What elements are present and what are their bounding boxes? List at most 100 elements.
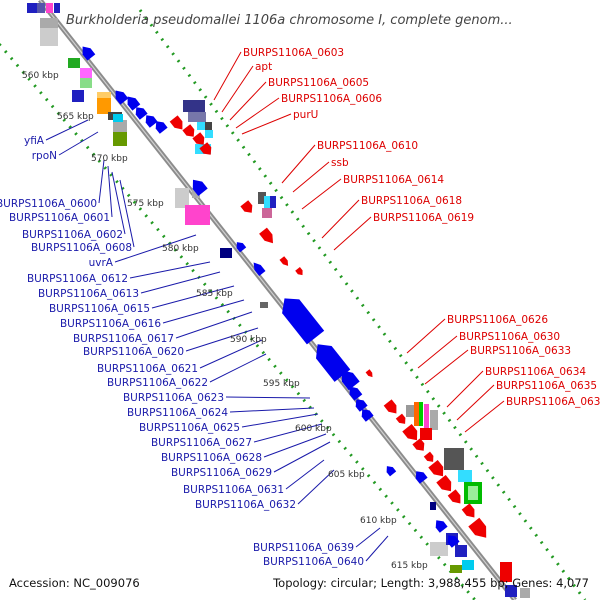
feature-block — [54, 3, 60, 13]
reverse-label-leader — [107, 165, 113, 218]
reverse-gene-label: BURPS1106A_0621 — [97, 363, 198, 375]
kbp-tick-label: 610 kbp — [360, 516, 397, 526]
forward-gene-label: purU — [293, 109, 318, 121]
reverse-label-leader — [297, 469, 335, 505]
map-title: Burkholderia pseudomallei 1106a chromoso… — [66, 13, 513, 28]
forward-gene-arrow — [295, 267, 303, 276]
reverse-gene-label: BURPS1106A_0631 — [183, 484, 284, 496]
forward-gene-arrow — [468, 517, 487, 538]
forward-label-leader — [333, 216, 372, 251]
feature-block — [430, 542, 448, 556]
forward-gene-label: BURPS1106A_0626 — [447, 314, 548, 326]
reverse-gene-label: BURPS1106A_0616 — [60, 318, 161, 330]
reverse-gene-label: BURPS1106A_0632 — [195, 499, 296, 511]
forward-gene-arrow — [169, 115, 183, 130]
feature-block — [205, 130, 213, 138]
reverse-gene-arrow — [415, 471, 428, 484]
feature-block — [462, 560, 474, 570]
forward-gene-arrow — [182, 124, 195, 137]
feature-block — [424, 404, 429, 428]
forward-label-leader — [456, 384, 495, 421]
feature-block — [468, 486, 478, 500]
reverse-label-leader — [225, 396, 311, 399]
reverse-gene-arrow — [82, 46, 96, 61]
feature-block — [113, 114, 123, 122]
reverse-gene-label: BURPS1106A_0608 — [31, 242, 132, 254]
reverse-label-leader — [175, 311, 253, 339]
forward-gene-arrow — [447, 489, 461, 504]
kbp-tick-label: 615 kbp — [391, 561, 428, 571]
forward-gene-label: BURPS1106A_0633 — [470, 345, 571, 357]
kbp-tick-label: 590 kbp — [230, 335, 267, 345]
forward-label-leader — [321, 199, 360, 239]
forward-gene-label: BURPS1106A_0614 — [343, 174, 444, 186]
feature-block — [27, 3, 37, 13]
feature-block — [500, 562, 512, 582]
kbp-tick-label: 580 kbp — [162, 244, 199, 254]
reverse-gene-label: BURPS1106A_0617 — [73, 333, 174, 345]
forward-label-leader — [301, 178, 342, 210]
feature-block — [270, 196, 276, 208]
label-leaders — [45, 51, 505, 562]
reverse-gene-arrow — [386, 466, 397, 477]
topology-summary: Topology: circular; Length: 3,988,455 bp… — [273, 576, 589, 590]
reverse-gene-label: BURPS1106A_0622 — [107, 377, 208, 389]
forward-gene-label: BURPS1106A_0630 — [459, 331, 560, 343]
reverse-gene-label: BURPS1106A_0600 — [0, 198, 97, 210]
feature-block — [258, 192, 266, 204]
reverse-gene-label: BURPS1106A_0625 — [139, 422, 240, 434]
forward-gene-arrow — [240, 200, 253, 213]
reverse-label-leader — [241, 413, 319, 428]
feature-block — [264, 196, 272, 208]
reverse-gene-arrow — [435, 520, 448, 533]
feature-block — [175, 188, 189, 208]
forward-gene-label: BURPS1106A_0634 — [485, 366, 586, 378]
kbp-tick-label: 565 kbp — [57, 112, 94, 122]
feature-block — [458, 470, 472, 482]
reverse-gene-label: BURPS1106A_0620 — [83, 346, 184, 358]
forward-gene-arrow — [436, 475, 452, 492]
reverse-label-leader — [209, 353, 267, 383]
reverse-gene-arrow — [341, 370, 360, 391]
reverse-gene-arrow — [192, 179, 208, 196]
reverse-label-leader — [58, 131, 99, 156]
feature-block — [505, 585, 517, 597]
forward-gene-label: ssb — [331, 157, 349, 169]
reverse-gene-arrow — [447, 535, 460, 548]
reverse-label-leader — [119, 179, 135, 248]
reverse-label-leader — [199, 339, 263, 369]
feature-block — [420, 428, 432, 440]
reverse-gene-label: BURPS1106A_0624 — [127, 407, 228, 419]
reverse-label-leader — [229, 407, 315, 413]
reverse-label-leader — [355, 527, 381, 548]
feature-block — [455, 545, 467, 557]
forward-gene-label: BURPS1106A_0610 — [317, 140, 418, 152]
reverse-label-leader — [273, 441, 331, 473]
forward-label-leader — [406, 318, 446, 354]
forward-label-leader — [241, 113, 292, 135]
reverse-gene-label: BURPS1106A_0640 — [263, 556, 364, 568]
reverse-gene-arrow — [316, 344, 351, 382]
feature-block — [430, 502, 436, 510]
feature-block — [185, 205, 210, 225]
forward-gene-arrow — [383, 399, 397, 414]
reverse-gene-label: BURPS1106A_0629 — [171, 467, 272, 479]
reverse-label-leader — [45, 119, 89, 141]
reverse-gene-arrow — [355, 399, 368, 412]
outer-tick-track — [138, 9, 587, 600]
reverse-label-leader — [253, 423, 323, 443]
forward-gene-arrow — [402, 424, 418, 441]
reverse-gene-arrow — [135, 107, 148, 120]
feature-block — [414, 402, 419, 426]
feature-block — [183, 100, 205, 112]
reverse-gene-label: yfiA — [24, 135, 45, 147]
forward-label-leader — [417, 335, 458, 369]
reverse-gene-arrow — [361, 409, 374, 422]
forward-gene-arrow — [428, 460, 444, 477]
reverse-gene-arrow — [155, 121, 168, 134]
forward-gene-label: BURPS1106A_0635 — [496, 380, 597, 392]
feature-block — [72, 90, 84, 102]
reverse-gene-arrow — [115, 90, 129, 105]
